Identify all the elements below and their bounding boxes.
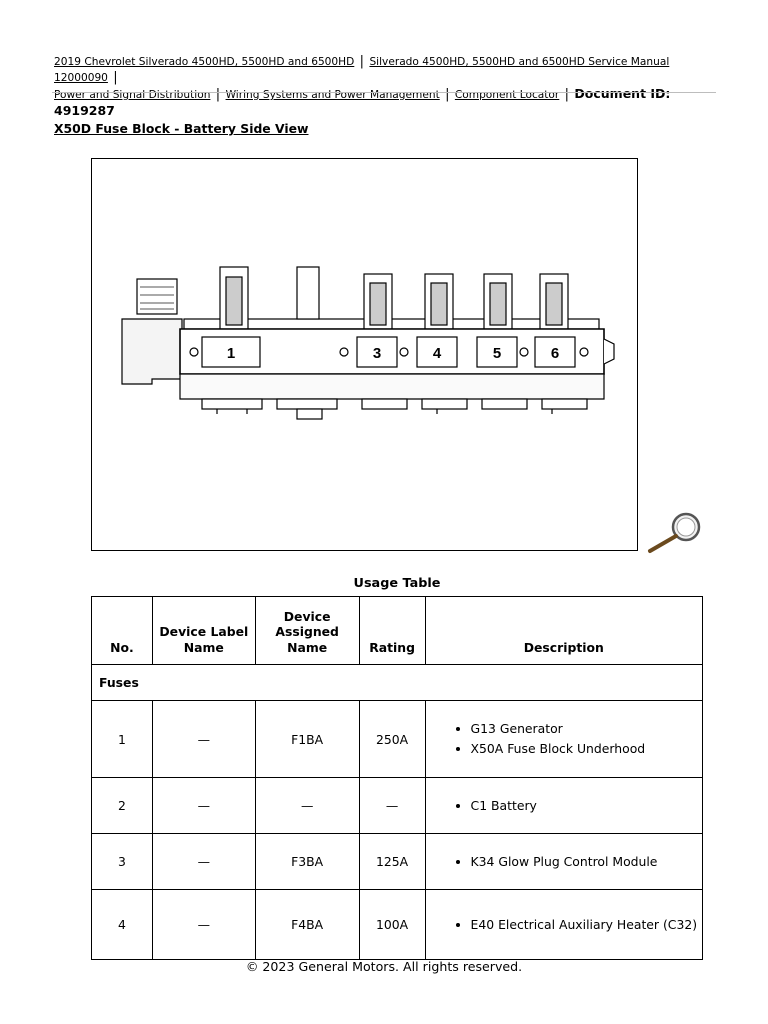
header-no: No. <box>91 596 153 665</box>
table-row: 4 — F4BA 100A E40 Electrical Auxiliary H… <box>91 889 704 960</box>
cell-description: G13 Generator X50A Fuse Block Underhood <box>424 700 704 778</box>
breadcrumb: 2019 Chevrolet Silverado 4500HD, 5500HD … <box>54 54 716 120</box>
copyright-footer: © 2023 General Motors. All rights reserv… <box>245 959 523 974</box>
table-header-row: No. Device Label Name Device Assigned Na… <box>91 596 704 665</box>
cell-no: 4 <box>91 889 153 960</box>
breadcrumb-link-component-locator[interactable]: Component Locator <box>454 89 560 101</box>
cell-description: C1 Battery <box>424 777 704 834</box>
cell-assigned: F1BA <box>254 700 360 778</box>
cell-rating: 125A <box>358 833 426 890</box>
fuse-label-1: 1 <box>227 345 235 362</box>
cell-assigned: — <box>254 777 360 834</box>
cell-description: K34 Glow Plug Control Module <box>424 833 704 890</box>
breadcrumb-separator: | <box>359 54 365 69</box>
breadcrumb-separator: | <box>445 87 450 102</box>
cell-no: 3 <box>91 833 153 890</box>
breadcrumb-separator: | <box>113 70 118 85</box>
fuse-label-6: 6 <box>551 345 559 362</box>
cell-rating: 250A <box>358 700 426 778</box>
usage-table: No. Device Label Name Device Assigned Na… <box>91 596 704 960</box>
document-id: Document ID: 4919287 <box>54 86 671 118</box>
header-description: Description <box>424 596 704 665</box>
cell-label: — <box>151 700 256 778</box>
cell-label: — <box>151 889 256 960</box>
table-caption: Usage Table <box>353 576 441 591</box>
table-row: 1 — F1BA 250A G13 Generator X50A Fuse Bl… <box>91 700 704 778</box>
header-rating: Rating <box>358 596 426 665</box>
cell-assigned: F4BA <box>254 889 360 960</box>
cell-description: E40 Electrical Auxiliary Heater (C32) <box>424 889 704 960</box>
fuse-label-3: 3 <box>373 345 381 362</box>
breadcrumb-separator: | <box>215 87 221 102</box>
header-device-label-name: Device Label Name <box>151 596 256 665</box>
cell-label: — <box>151 777 256 834</box>
breadcrumb-link-power-signal[interactable]: Power and Signal Distribution <box>54 89 211 101</box>
section-row: Fuses <box>91 664 703 701</box>
breadcrumb-link-vehicle[interactable]: 2019 Chevrolet Silverado 4500HD, 5500HD … <box>54 56 355 68</box>
breadcrumb-link-service-manual[interactable]: Silverado 4500HD, 5500HD and 6500HD Serv… <box>54 56 670 84</box>
cell-rating: — <box>358 777 426 834</box>
fuse-block-drawing: 1 3 4 5 6 <box>121 266 615 420</box>
fuse-label-5: 5 <box>493 345 501 362</box>
magnifier-icon[interactable] <box>644 509 706 555</box>
cell-no: 2 <box>91 777 153 834</box>
breadcrumb-link-wiring-systems[interactable]: Wiring Systems and Power Management <box>225 89 440 101</box>
fuse-label-4: 4 <box>433 345 442 362</box>
page-title: X50D Fuse Block - Battery Side View <box>54 121 309 136</box>
description-item: X50A Fuse Block Underhood <box>471 741 701 757</box>
fuse-block-figure: 1 3 4 5 6 <box>91 158 638 551</box>
description-item: E40 Electrical Auxiliary Heater (C32) <box>471 917 701 933</box>
cell-assigned: F3BA <box>254 833 360 890</box>
cell-no: 1 <box>91 700 153 778</box>
description-item: G13 Generator <box>471 721 701 737</box>
cell-rating: 100A <box>358 889 426 960</box>
description-item: C1 Battery <box>471 798 701 814</box>
section-fuses: Fuses <box>91 664 703 701</box>
breadcrumb-separator: | <box>564 87 570 102</box>
header-divider <box>52 92 716 93</box>
table-row: 2 — — — C1 Battery <box>91 777 704 834</box>
cell-label: — <box>151 833 256 890</box>
table-row: 3 — F3BA 125A K34 Glow Plug Control Modu… <box>91 833 704 890</box>
header-device-assigned-name: Device Assigned Name <box>254 596 360 665</box>
description-item: K34 Glow Plug Control Module <box>471 854 701 870</box>
